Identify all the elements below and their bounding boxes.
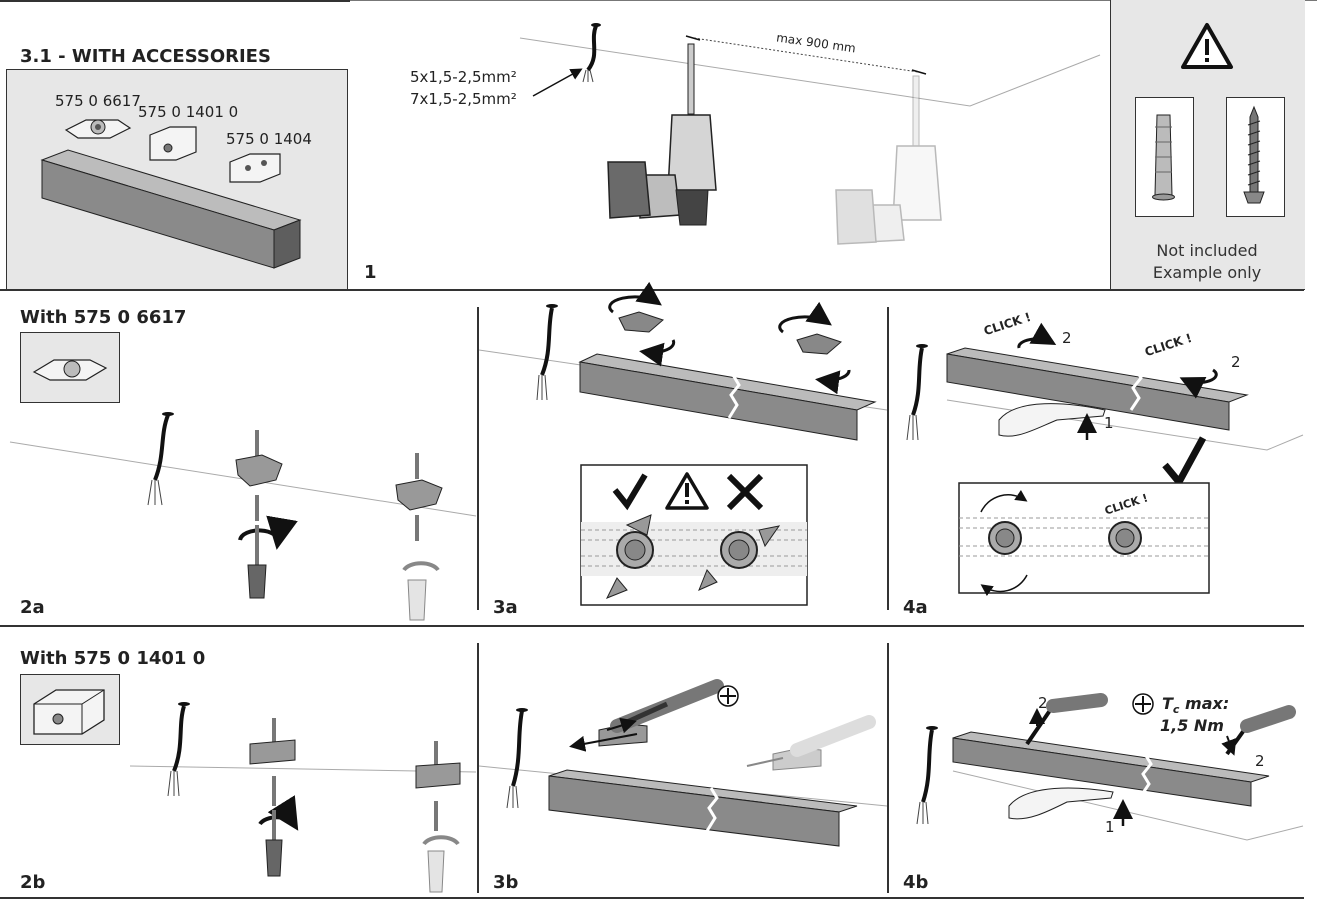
cable-icon	[921, 729, 934, 803]
step-4a-callout-1: 1	[1104, 414, 1114, 432]
screw-icon	[1243, 105, 1265, 204]
row-a-col-divider-2	[887, 307, 889, 610]
cable-icon	[540, 307, 554, 376]
step-3a-number: 3a	[493, 597, 518, 618]
cable-icon	[511, 710, 524, 787]
step-2a-number: 2a	[20, 597, 45, 618]
accessories-illustration	[40, 119, 302, 269]
step-2b-illustration	[129, 702, 477, 893]
top-rule-right	[350, 0, 1317, 1]
part-number-6617: 575 0 6617	[55, 92, 141, 110]
step-2b-number: 2b	[20, 872, 46, 893]
torque-symbol: T	[1162, 694, 1173, 713]
row-a-title: With 575 0 6617	[20, 307, 187, 328]
step-4b-callout-2a: 2	[1038, 694, 1048, 712]
torque-max: max:	[1179, 694, 1230, 713]
step-4a-number: 4a	[903, 597, 928, 618]
cable-icon	[172, 705, 186, 772]
step-4b-number: 4b	[903, 872, 929, 893]
step-3b-illustration	[478, 679, 888, 847]
step-2a-illustration	[9, 412, 477, 621]
bracket-14010-icon	[149, 126, 197, 161]
step-4a-callout-2b: 2	[1231, 353, 1241, 371]
bottom-rule	[0, 897, 1304, 899]
hand-icon	[1008, 787, 1114, 820]
wall-plug-icon	[1152, 114, 1175, 201]
example-only-text: Example only	[1152, 263, 1262, 282]
bracket-14010-thumb-icon	[33, 689, 105, 735]
hand-icon	[998, 403, 1106, 437]
step-4a-illustration	[906, 322, 1304, 597]
bracket-1404-icon	[229, 153, 281, 183]
torque-label: Tc max:	[1162, 694, 1229, 716]
row-b-col-divider-1	[477, 643, 479, 893]
warning-triangle-icon	[1181, 23, 1233, 69]
check-mark-icon	[612, 473, 648, 511]
cable-spec-2: 7x1,5-2,5mm²	[410, 90, 517, 108]
step-4b-callout-1: 1	[1105, 818, 1115, 836]
not-included-text: Not included	[1156, 241, 1258, 260]
step-1-number: 1	[364, 262, 377, 283]
step-3b-number: 3b	[493, 872, 519, 893]
cross-icon	[726, 473, 764, 511]
bracket-6617-icon	[64, 119, 132, 139]
cable-icon	[911, 347, 924, 416]
step-4a-callout-2a: 2	[1062, 329, 1072, 347]
row-b-title: With 575 0 1401 0	[20, 648, 206, 669]
track-rail-icon	[40, 149, 302, 269]
check-mark-icon	[1162, 436, 1207, 489]
drill-icon	[607, 43, 717, 226]
section-title: 3.1 - WITH ACCESSORIES	[20, 46, 271, 67]
drilling-illustration	[519, 23, 1101, 245]
part-number-14010: 575 0 1401 0	[138, 103, 239, 121]
torque-subscript: c	[1172, 703, 1180, 717]
cable-spec-1: 5x1,5-2,5mm²	[410, 68, 517, 86]
cable-icon	[586, 25, 598, 72]
step-3a-illustration	[478, 281, 888, 606]
part-number-1404: 575 0 1404	[226, 130, 312, 148]
torque-value: 1,5 Nm	[1160, 716, 1224, 735]
drill-ghost-icon	[835, 75, 942, 245]
cable-icon	[153, 414, 170, 481]
step-4b-illustration	[916, 693, 1304, 841]
top-rule	[0, 0, 350, 2]
step-4b-callout-2b: 2	[1255, 752, 1265, 770]
row-2-divider	[0, 625, 1304, 627]
bracket-6617-thumb-icon	[32, 359, 108, 381]
row-b-col-divider-2	[887, 643, 889, 893]
row-a-col-divider-1	[477, 307, 479, 610]
